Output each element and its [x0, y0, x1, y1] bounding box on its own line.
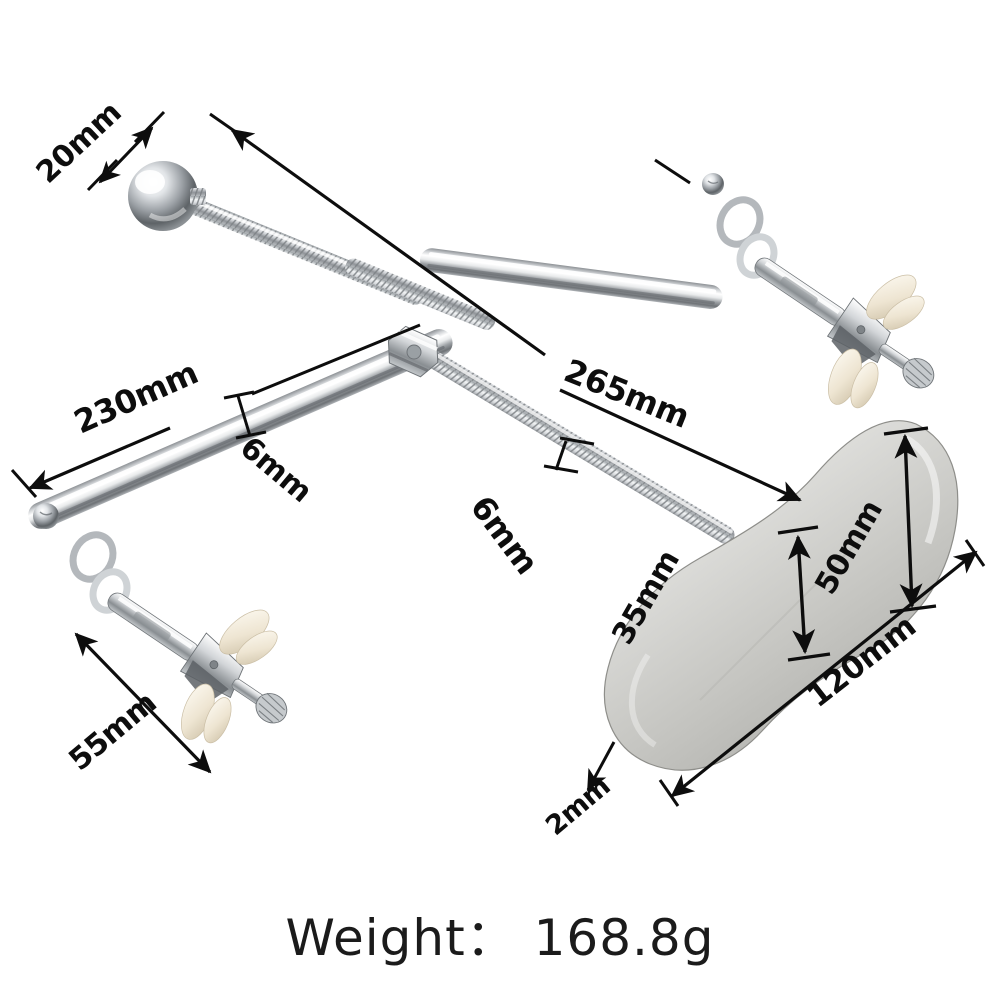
dim-20mm: [86, 110, 166, 192]
dim-265mm-leg2: [636, 180, 688, 330]
upper-bar: [419, 173, 724, 309]
upper-bar-cap-screw: [702, 173, 724, 195]
dim-2mm: [586, 741, 616, 792]
clamp-thumbscrew: [878, 343, 935, 389]
dim-120mm: [658, 539, 986, 807]
dim-35mm: [777, 525, 831, 662]
clamp-thumbscrew: [231, 678, 288, 724]
upper-rod-span: [345, 258, 496, 330]
weight-caption: Weight： 168.8g: [285, 909, 715, 967]
dim-230mm: [10, 323, 421, 498]
dim-50mm: [883, 426, 937, 614]
clamp-top-right: [754, 257, 935, 409]
dim-55mm: [74, 632, 212, 774]
lower-bar-cap-screw: [33, 503, 59, 529]
dim-6mm-lower: [223, 390, 267, 440]
center-coupler: [387, 325, 439, 378]
dim-6mm-upper: [543, 436, 595, 474]
clamp-tips: [828, 274, 925, 409]
dim-265mm: [209, 112, 802, 502]
dim-paddle-edge-leader: [674, 732, 728, 790]
lower-bar: [28, 329, 453, 530]
